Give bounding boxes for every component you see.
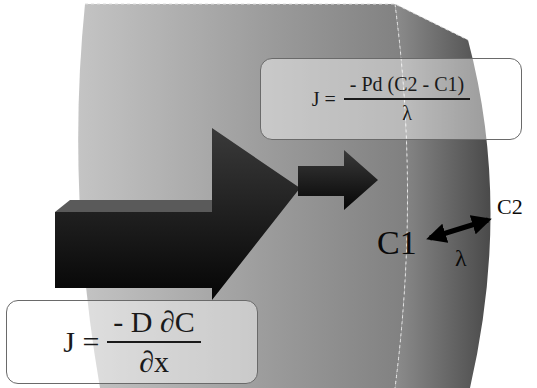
formula-box: J =- D ∂C∂x — [6, 300, 258, 384]
large-arrow-top-face — [55, 200, 212, 212]
concentration-label: λ — [455, 246, 467, 270]
concentration-label: C1 — [377, 226, 417, 260]
formula-box: J = - Pd (C2 - C1)λ — [260, 58, 522, 140]
fraction-denominator: λ — [402, 100, 412, 125]
fraction-denominator: ∂x — [139, 343, 169, 379]
top-edge-line — [85, 4, 468, 40]
large-flux-arrow — [55, 128, 300, 300]
formula-lhs: J = — [312, 88, 336, 111]
fraction-numerator: - Pd (C2 - C1) — [344, 73, 470, 100]
formula-lhs: J = — [63, 325, 99, 359]
small-flux-arrow — [298, 150, 378, 210]
thickness-double-arrow — [430, 220, 488, 238]
fraction-numerator: - D ∂C — [107, 305, 201, 343]
concentration-label: C2 — [497, 196, 523, 218]
fraction: - D ∂C∂x — [107, 305, 201, 379]
fraction: - Pd (C2 - C1)λ — [344, 73, 470, 125]
